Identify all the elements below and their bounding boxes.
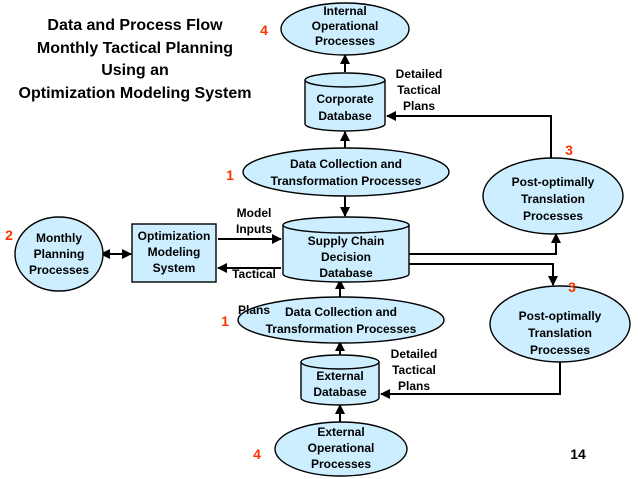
node-internal-processes: Internal Operational Processes bbox=[280, 2, 410, 56]
svg-text:Model: Model bbox=[237, 206, 272, 220]
svg-text:Internal: Internal bbox=[323, 4, 366, 18]
svg-text:Plans: Plans bbox=[398, 379, 430, 393]
svg-text:System: System bbox=[153, 261, 196, 275]
svg-text:Optimization: Optimization bbox=[138, 229, 211, 243]
node-external-processes: External Operational Processes bbox=[274, 421, 408, 477]
node-data-collection-top: Data Collection and Transformation Proce… bbox=[242, 147, 450, 197]
svg-text:Operational: Operational bbox=[312, 19, 379, 33]
svg-text:Planning: Planning bbox=[34, 247, 85, 261]
step-number-3-bottom: 3 bbox=[568, 279, 576, 295]
svg-text:Modeling: Modeling bbox=[148, 245, 201, 259]
arrow-postbottom-to-externaldb bbox=[380, 362, 561, 399]
node-corporate-db: Corporate Database bbox=[304, 72, 386, 132]
svg-text:Transformation Processes: Transformation Processes bbox=[266, 322, 417, 336]
svg-text:Operational: Operational bbox=[308, 441, 375, 455]
page-number: 14 bbox=[570, 446, 586, 462]
node-optimization-system: Optimization Modeling System bbox=[131, 223, 217, 283]
step-number-2: 2 bbox=[5, 227, 13, 243]
svg-text:Detailed: Detailed bbox=[391, 347, 438, 361]
svg-text:Plans: Plans bbox=[403, 99, 435, 113]
diagram-title: Data and Process Flow Monthly Tactical P… bbox=[19, 17, 252, 102]
node-monthly-planning: Monthly Planning Processes bbox=[14, 216, 104, 292]
label-detailed-plans-top: Detailed Tactical Plans bbox=[396, 67, 443, 113]
arrow-posttop-to-corporate bbox=[386, 111, 552, 158]
step-number-4-bottom: 4 bbox=[253, 446, 261, 462]
svg-text:Tactical: Tactical bbox=[392, 363, 436, 377]
label-model-inputs: Model Inputs bbox=[236, 206, 272, 236]
connectors bbox=[100, 54, 561, 422]
node-data-collection-bottom: Data Collection and Transformation Proce… bbox=[237, 296, 445, 344]
svg-text:Database: Database bbox=[319, 266, 373, 280]
svg-text:Monthly: Monthly bbox=[36, 231, 82, 245]
svg-text:Detailed: Detailed bbox=[396, 67, 443, 81]
svg-text:Corporate: Corporate bbox=[316, 92, 374, 106]
svg-text:Database: Database bbox=[318, 109, 372, 123]
title-line-4: Optimization Modeling System bbox=[19, 85, 252, 102]
svg-text:External: External bbox=[316, 369, 363, 383]
svg-text:Decision: Decision bbox=[321, 250, 371, 264]
title-line-3: Using an bbox=[101, 62, 169, 79]
svg-text:Tactical: Tactical bbox=[397, 83, 441, 97]
svg-text:Processes: Processes bbox=[311, 457, 371, 471]
svg-text:Translation: Translation bbox=[528, 326, 592, 340]
arrow-scdd-to-posttop bbox=[408, 233, 561, 255]
svg-text:Data Collection and: Data Collection and bbox=[290, 157, 402, 171]
svg-text:Translation: Translation bbox=[521, 192, 585, 206]
label-tactical: Tactical bbox=[232, 267, 276, 281]
step-number-3-top: 3 bbox=[565, 142, 573, 158]
svg-text:Processes: Processes bbox=[530, 343, 590, 357]
arrow-scdd-to-postbottom bbox=[408, 263, 558, 286]
node-supply-chain-db: Supply Chain Decision Database bbox=[282, 216, 410, 283]
label-plans: Plans bbox=[238, 303, 270, 317]
svg-text:Transformation Processes: Transformation Processes bbox=[271, 174, 422, 188]
label-detailed-plans-bottom: Detailed Tactical Plans bbox=[391, 347, 438, 393]
svg-text:Processes: Processes bbox=[523, 209, 583, 223]
node-post-optimal-bottom: Post-optimally Translation Processes bbox=[489, 285, 631, 363]
title-line-2: Monthly Tactical Planning bbox=[37, 40, 233, 57]
step-number-4-top: 4 bbox=[260, 22, 268, 38]
svg-text:Inputs: Inputs bbox=[236, 222, 272, 236]
node-post-optimal-top: Post-optimally Translation Processes bbox=[482, 157, 624, 235]
svg-text:Processes: Processes bbox=[29, 263, 89, 277]
svg-text:Processes: Processes bbox=[315, 34, 375, 48]
step-number-1-top: 1 bbox=[226, 167, 234, 183]
node-external-db: External Database bbox=[300, 354, 380, 406]
step-number-1-bottom: 1 bbox=[221, 313, 229, 329]
svg-text:Database: Database bbox=[313, 385, 367, 399]
svg-text:Post-optimally: Post-optimally bbox=[512, 175, 595, 189]
title-line-1: Data and Process Flow bbox=[47, 17, 223, 34]
svg-text:External: External bbox=[317, 425, 364, 439]
svg-text:Supply Chain: Supply Chain bbox=[308, 234, 385, 248]
svg-text:Data Collection and: Data Collection and bbox=[285, 305, 397, 319]
svg-text:Post-optimally: Post-optimally bbox=[519, 309, 602, 323]
